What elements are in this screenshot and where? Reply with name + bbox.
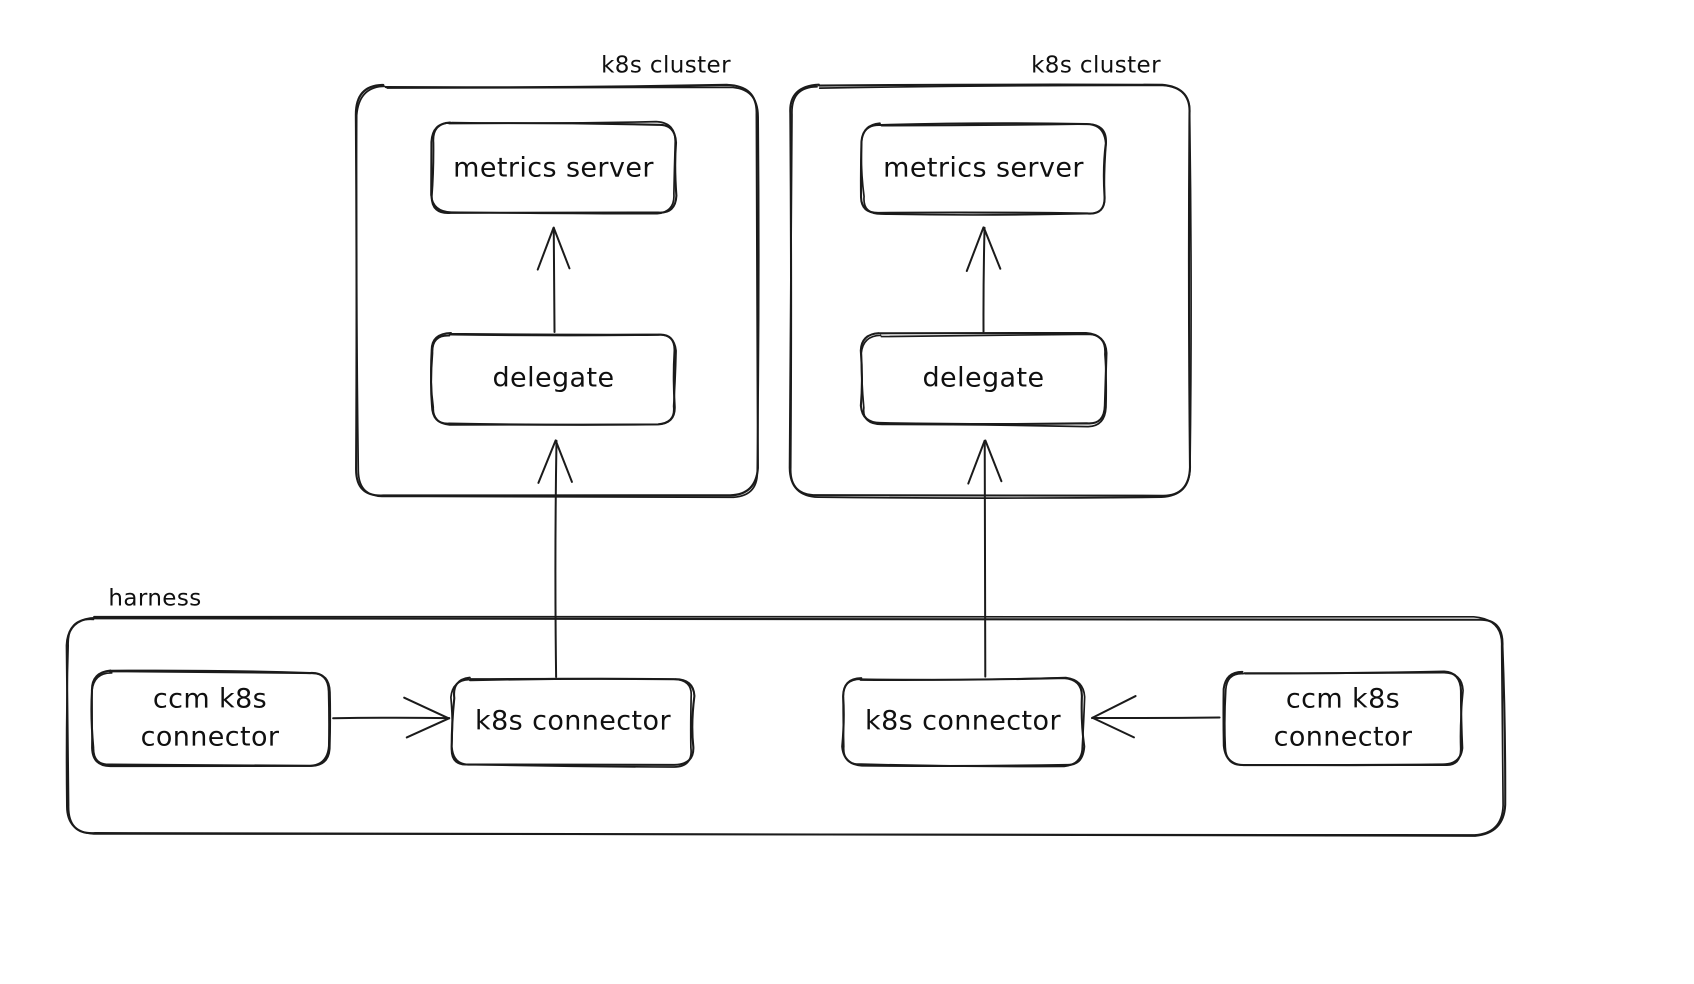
group-k8s-cluster-right-stroke-1 — [789, 83, 1192, 497]
edge-delegate-to-metrics-left-line — [552, 226, 556, 333]
group-label-k8s-cluster-right: k8s cluster — [1031, 52, 1161, 79]
node-metrics-server-right — [859, 122, 1108, 216]
group-k8s-cluster-left — [354, 83, 760, 499]
edge-edge-k8s-connector-to-delegate-left — [537, 439, 573, 679]
edge-ccm-to-k8s-connector-left-line — [332, 716, 450, 720]
edge-edge-k8s-connector-to-delegate-right — [967, 439, 1003, 678]
node-label-delegate-left: delegate — [492, 362, 615, 394]
group-label-k8s-cluster-left: k8s cluster — [601, 52, 731, 79]
edge-delegate-to-metrics-right-line — [982, 226, 986, 333]
edge-edge-delegate-to-metrics-left — [536, 226, 571, 333]
group-k8s-cluster-right-stroke-2 — [788, 84, 1192, 499]
node-metrics-server-right-stroke-2 — [860, 123, 1108, 216]
node-ccm-k8s-connector-left — [90, 669, 332, 768]
node-metrics-server-left-stroke-2 — [430, 120, 677, 215]
edge-k8s-connector-to-delegate-right-line — [983, 440, 987, 678]
node-label-ccm-k8s-connector-left: ccm k8s connector — [140, 683, 280, 753]
edge-k8s-connector-to-delegate-left-head-right — [554, 440, 573, 483]
node-delegate-left-stroke-2 — [430, 332, 677, 426]
node-k8s-connector-left — [450, 676, 696, 768]
group-k8s-cluster-left-stroke-1 — [354, 83, 759, 497]
edge-k8s-connector-to-delegate-left-line — [554, 439, 558, 679]
node-metrics-server-left — [430, 120, 678, 215]
node-label-delegate-right: delegate — [922, 362, 1045, 394]
edge-k8s-connector-to-delegate-right-head-right — [984, 439, 1003, 483]
node-ccm-k8s-connector-right — [1222, 670, 1464, 767]
edge-edge-delegate-to-metrics-right — [965, 226, 1002, 333]
edge-delegate-to-metrics-right-head-right — [983, 227, 1002, 270]
group-k8s-cluster-right — [788, 83, 1192, 499]
edge-ccm-to-k8s-connector-right-head-upper — [1090, 695, 1137, 720]
edge-ccm-to-k8s-connector-left-head-lower — [405, 717, 451, 739]
edge-k8s-connector-to-delegate-right-head-left — [967, 439, 986, 485]
edge-k8s-connector-to-delegate-left-head-left — [537, 439, 557, 484]
group-k8s-cluster-left-stroke-2 — [355, 85, 760, 499]
edge-edge-ccm-to-k8s-connector-left — [332, 696, 451, 739]
node-label-k8s-connector-left: k8s connector — [475, 705, 671, 737]
edge-delegate-to-metrics-left-head-left — [536, 227, 555, 271]
node-metrics-server-left-stroke-1 — [430, 121, 678, 214]
edge-ccm-to-k8s-connector-right-line — [1091, 716, 1221, 720]
node-k8s-connector-right — [841, 676, 1086, 768]
node-label-ccm-k8s-connector-right: ccm k8s connector — [1273, 683, 1413, 753]
edge-delegate-to-metrics-right-head-left — [965, 226, 985, 272]
edge-ccm-to-k8s-connector-left-head-upper — [403, 696, 450, 720]
node-delegate-left — [430, 332, 677, 426]
node-label-metrics-server-left: metrics server — [453, 152, 654, 184]
node-delegate-right — [859, 331, 1108, 428]
node-k8s-connector-right-stroke-2 — [842, 676, 1086, 768]
node-label-metrics-server-right: metrics server — [883, 152, 1084, 184]
edge-ccm-to-k8s-connector-right-head-lower — [1091, 716, 1135, 739]
node-ccm-k8s-connector-left-stroke-2 — [91, 670, 332, 768]
node-label-k8s-connector-right: k8s connector — [865, 705, 1061, 737]
edge-delegate-to-metrics-left-head-right — [552, 226, 571, 270]
node-k8s-connector-left-stroke-2 — [450, 677, 693, 768]
node-ccm-k8s-connector-right-stroke-2 — [1223, 671, 1464, 767]
group-harness-stroke-1 — [65, 616, 1507, 837]
edge-edge-ccm-to-k8s-connector-right — [1090, 695, 1221, 739]
group-label-harness: harness — [108, 585, 202, 612]
node-delegate-right-stroke-2 — [860, 333, 1108, 428]
